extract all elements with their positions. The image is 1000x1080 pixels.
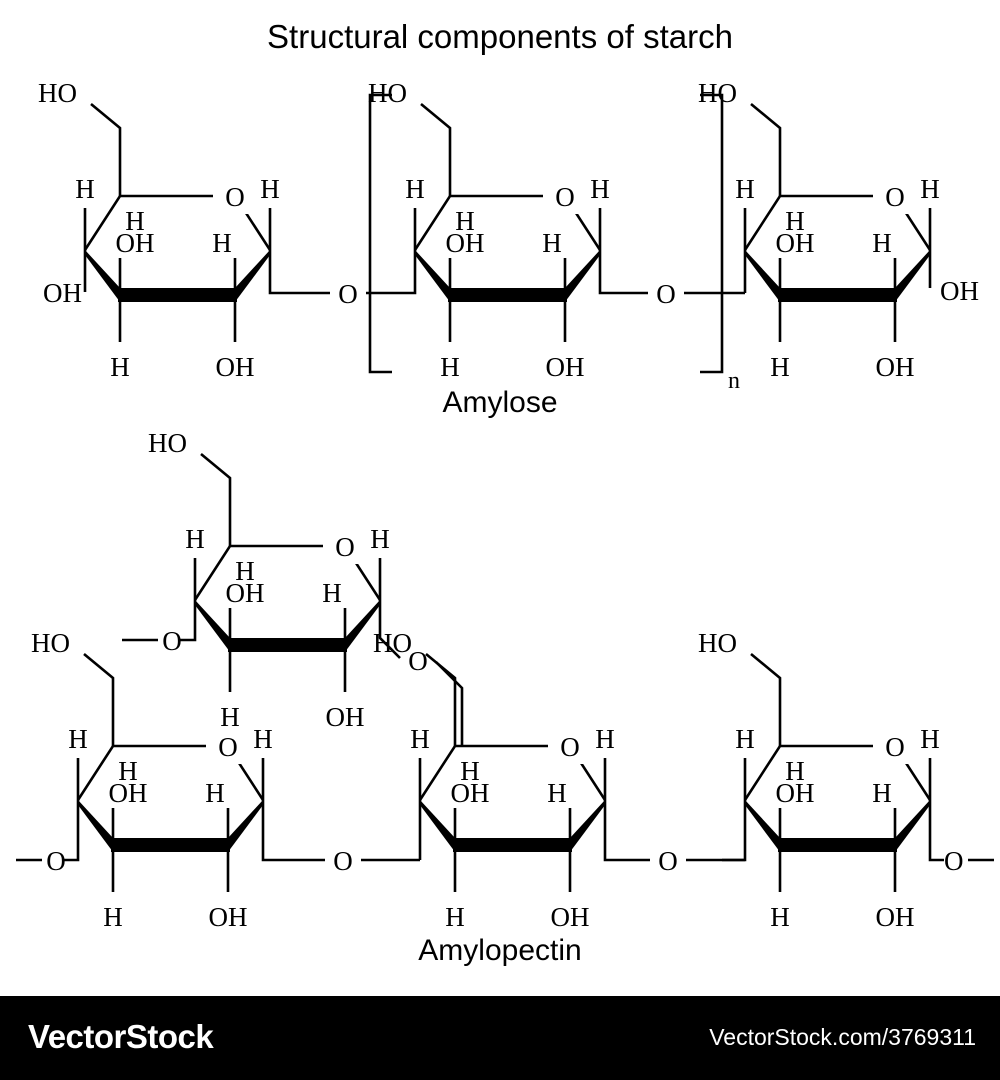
amylopectin-glycosidic-oxygen-2: O <box>658 846 678 876</box>
page-title: Structural components of starch <box>267 18 733 55</box>
watermark-footer: VectorStock VectorStock.com/3769311 <box>0 996 1000 1080</box>
amylose-right-terminus-oh: OH <box>940 276 979 306</box>
amylopectin-structure: O O O O O <box>16 426 994 934</box>
amylose-left-terminus-oh: OH <box>43 278 82 308</box>
amylose-label: Amylose <box>442 386 558 419</box>
repeat-subscript: n <box>728 368 740 394</box>
amylopectin-glycosidic-oxygen-1: O <box>333 846 353 876</box>
amylopectin-unit-1 <box>29 626 275 934</box>
structure-drawing: HO H OH H H OH O <box>16 76 994 934</box>
source-url: VectorStock.com/3769311 <box>709 1024 976 1050</box>
branch-linkage-oxygen: O <box>408 646 428 676</box>
amylopectin-unit-3 <box>696 626 942 934</box>
brand-name: VectorStock <box>28 1018 214 1055</box>
amylopectin-right-terminus-oxygen: O <box>944 846 964 876</box>
repeat-bracket-left <box>368 93 392 374</box>
amylose-unit-3 <box>696 76 942 384</box>
amylose-row: OH O n O <box>36 76 979 394</box>
amylose-unit-1 <box>36 76 282 384</box>
amylose-unit-2 <box>366 76 612 384</box>
glycosidic-oxygen-2: O <box>656 279 676 309</box>
amylopectin-label: Amylopectin <box>418 934 582 967</box>
amylopectin-left-terminus-oxygen: O <box>46 846 66 876</box>
glycosidic-oxygen-1: O <box>338 279 358 309</box>
branch-left-oxygen: O <box>162 626 182 656</box>
repeat-bracket-right <box>700 93 724 374</box>
amylopectin-branch-unit <box>146 426 392 734</box>
